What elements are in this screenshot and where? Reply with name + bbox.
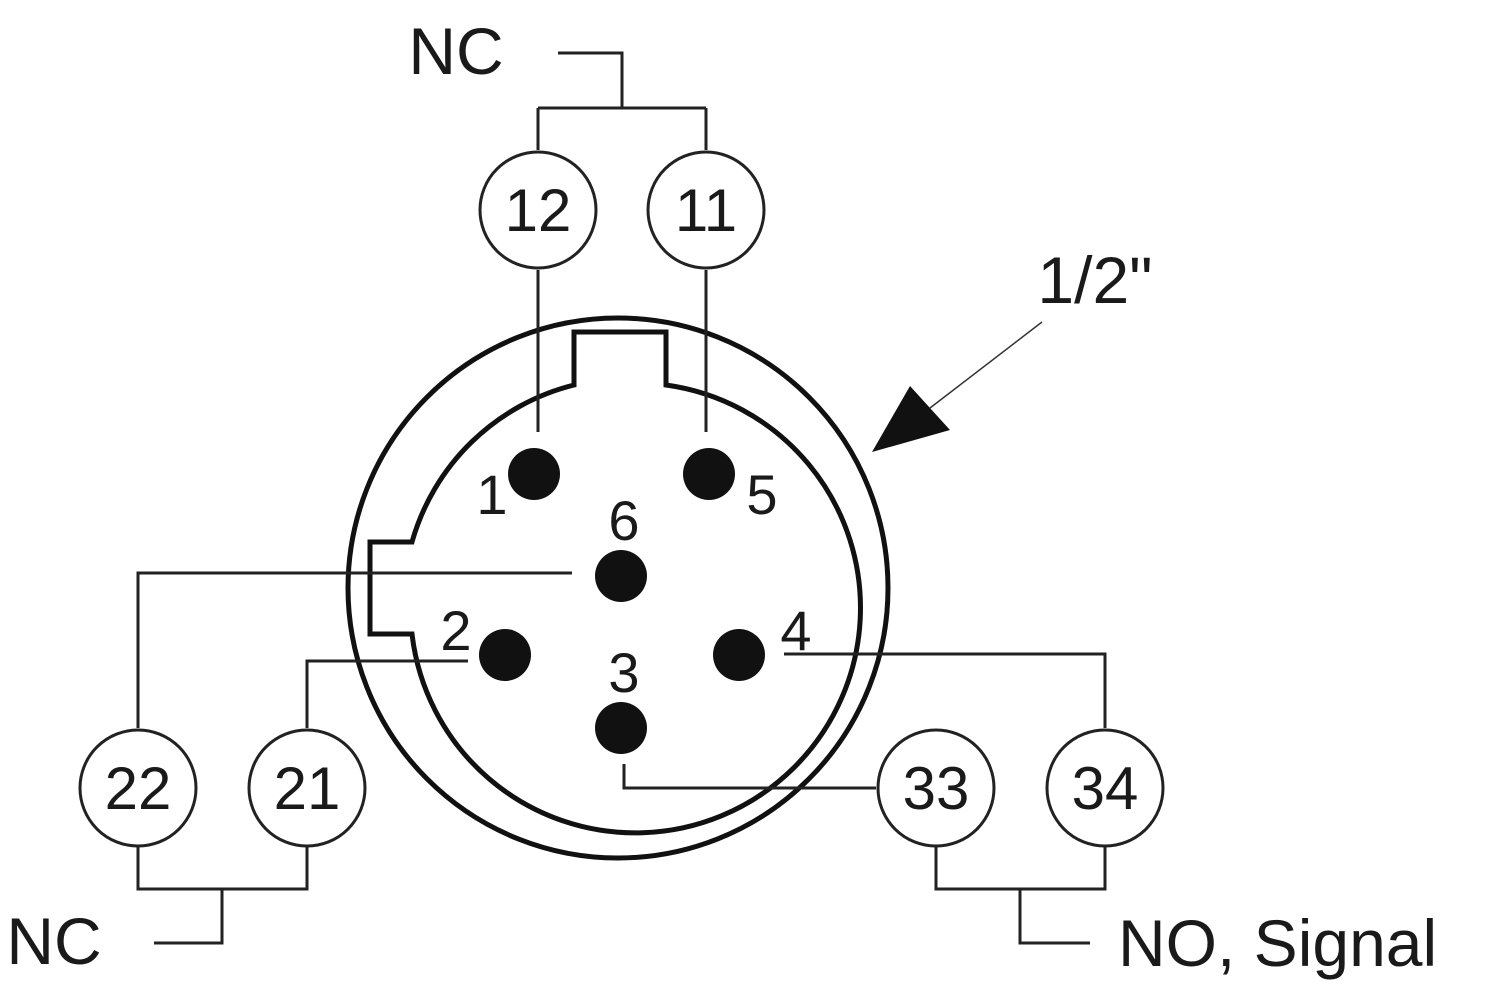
nc-top-label: NC [408,14,503,88]
pin-label-2: 2 [440,599,471,662]
terminal-11: 11 [646,150,766,270]
connector-body [345,315,891,861]
pin-2 [479,629,531,681]
wire-21-to-pin2 [305,659,468,728]
terminal-22: 22 [78,728,198,848]
pin-labels: 1 5 6 2 4 3 [440,463,811,704]
terminal-label-34: 34 [1072,755,1139,822]
no-signal-label: NO, Signal [1118,906,1437,980]
terminal-label-11: 11 [675,177,737,244]
terminal-33: 33 [876,728,996,848]
pin-label-6: 6 [608,489,639,552]
terminal-21: 21 [247,728,367,848]
terminal-label-12: 12 [505,177,572,244]
wire-34-to-pin4 [784,652,1107,728]
pin-label-5: 5 [746,463,777,526]
no-signal-bracket [934,846,1107,945]
connector-inner-contour [367,329,863,836]
pin-label-3: 3 [608,641,639,704]
nc-bottom-label: NC [6,904,101,978]
pin-label-4: 4 [780,599,811,662]
nc-bottom-bracket [136,846,309,945]
pin-label-1: 1 [476,463,507,526]
pins [479,448,765,754]
terminal-label-22: 22 [105,755,172,822]
wire-33-to-pin3 [622,764,876,790]
pin-4 [713,629,765,681]
terminal-12: 12 [478,150,598,270]
pin-6 [595,550,647,602]
pin-1 [508,448,560,500]
arrowhead-icon [872,386,950,452]
pin-3 [595,702,647,754]
terminal-34: 34 [1045,728,1165,848]
internal-wiring [136,270,1107,790]
terminal-label-21: 21 [274,755,341,822]
pin-5 [683,448,735,500]
size-pointer-arrow [872,321,1043,452]
nc-top-bracket [536,51,708,150]
size-label: 1/2" [1037,243,1152,317]
terminal-label-33: 33 [903,755,970,822]
wire-22-to-pin6 [136,571,572,728]
connector-outer-ring [345,315,891,861]
